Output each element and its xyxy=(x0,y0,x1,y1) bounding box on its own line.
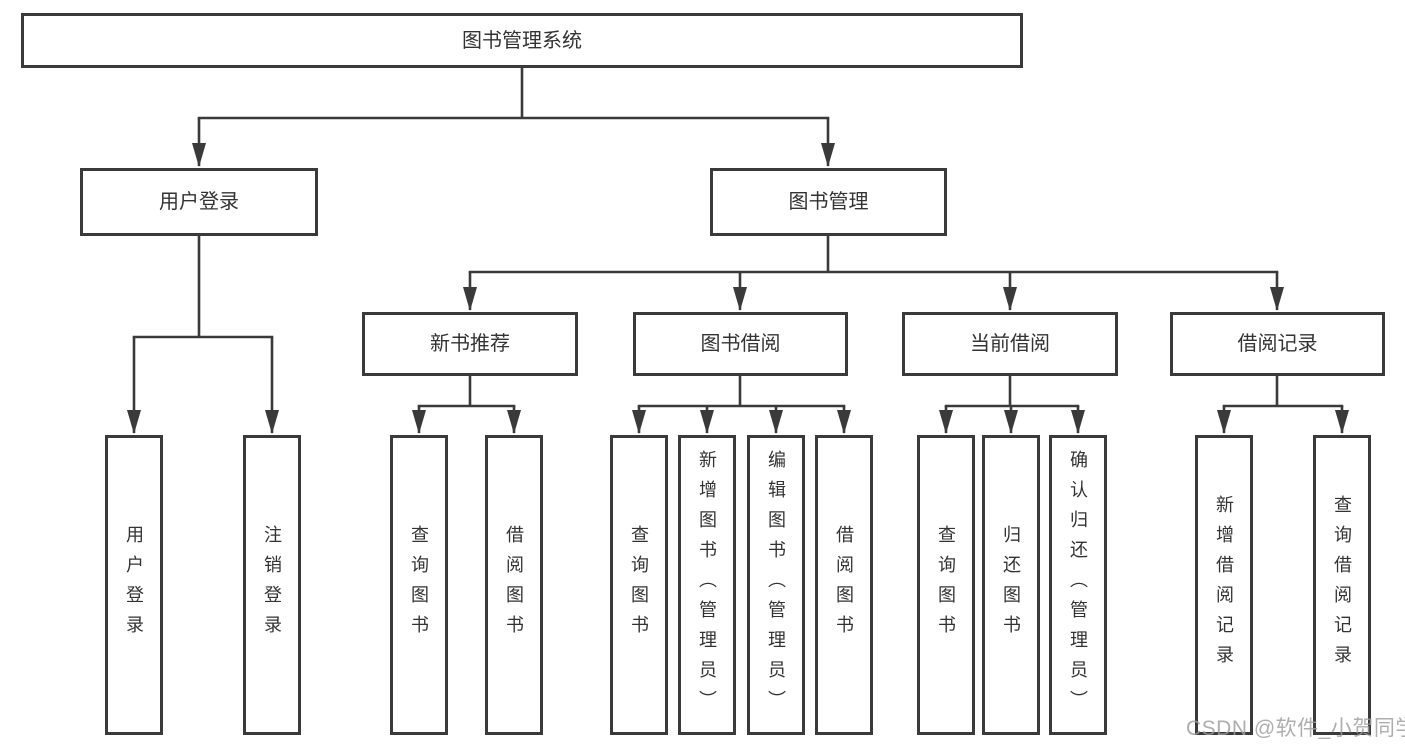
leaf-nbr-query-books: 查询图书 xyxy=(390,435,448,735)
node-borrow-record: 借阅记录 xyxy=(1170,312,1385,376)
leaf-bb-edit-books: 编辑图书（管理员） xyxy=(747,435,805,735)
node-root: 图书管理系统 xyxy=(21,13,1023,68)
leaf-br-add-record: 新增借阅记录 xyxy=(1195,435,1253,735)
leaf-user-login: 用户登录 xyxy=(105,435,163,735)
connector-current-borrow-to-leaves xyxy=(939,376,1085,434)
leaf-logout: 注销登录 xyxy=(243,435,301,735)
leaf-cb-query-books: 查询图书 xyxy=(917,435,975,735)
leaf-bb-borrow-books: 借阅图书 xyxy=(815,435,873,735)
leaf-nbr-borrow-books: 借阅图书 xyxy=(485,435,543,735)
watermark: CSDN @软件_小贺同学 xyxy=(1186,717,1405,740)
leaf-br-query-record: 查询借阅记录 xyxy=(1313,435,1371,735)
connector-root-to-level2 xyxy=(192,68,835,167)
leaf-bb-add-books: 新增图书（管理员） xyxy=(678,435,736,735)
node-current-borrow: 当前借阅 xyxy=(902,312,1118,376)
leaf-cb-confirm-return: 确认归还（管理员） xyxy=(1049,435,1107,735)
connector-book-borrow-to-leaves xyxy=(632,376,851,434)
node-user-login: 用户登录 xyxy=(80,168,318,236)
leaf-bb-query-books: 查询图书 xyxy=(610,435,668,735)
node-new-book-recommend: 新书推荐 xyxy=(362,312,578,376)
connector-book-mgmt-to-level3 xyxy=(463,235,1284,311)
connector-new-book-rec-to-leaves xyxy=(412,376,521,434)
node-book-mgmt: 图书管理 xyxy=(710,168,947,236)
connector-borrow-record-to-leaves xyxy=(1217,376,1349,434)
node-book-borrow: 图书借阅 xyxy=(633,312,848,376)
connector-user-login-to-leaves xyxy=(127,235,279,434)
leaf-cb-return-books: 归还图书 xyxy=(982,435,1040,735)
